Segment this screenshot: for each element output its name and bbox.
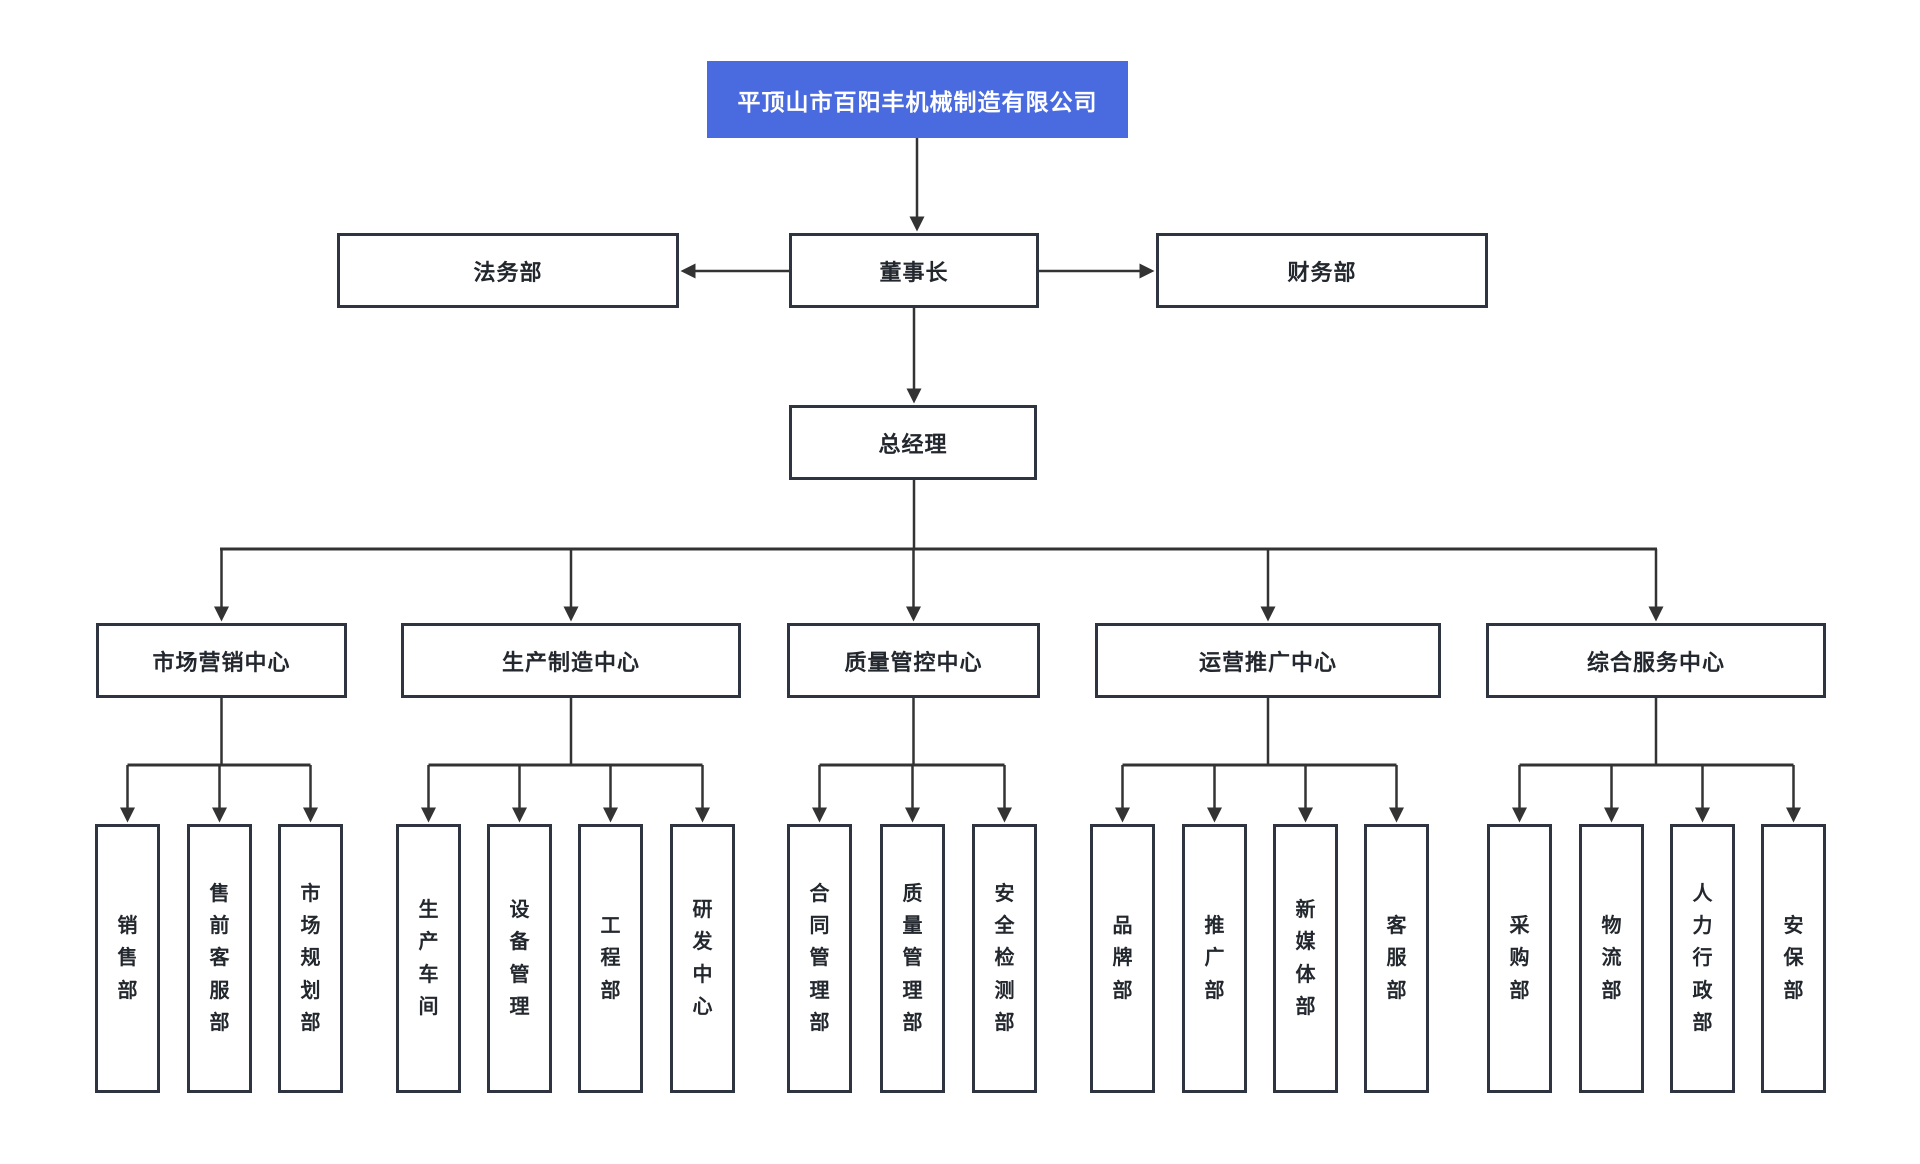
dept-node-presales-service: 售前客服部 [187, 824, 252, 1093]
org-node-general-manager: 总经理 [789, 405, 1037, 480]
company-label: 平顶山市百阳丰机械制造有限公司 [737, 88, 1098, 115]
finance-dept-label: 财务部 [1287, 259, 1357, 285]
dept-node-equipment-management: 设备管理 [487, 824, 552, 1093]
dept-node-engineering: 工程部 [578, 824, 643, 1093]
dept-brand-label: 品牌部 [1112, 914, 1133, 1002]
org-node-center-quality: 质量管控中心 [787, 623, 1040, 698]
dept-security-label: 安保部 [1783, 914, 1804, 1002]
dept-node-safety-inspection: 安全检测部 [972, 824, 1037, 1093]
dept-sales-label: 销售部 [117, 914, 138, 1002]
center-production-label: 生产制造中心 [501, 649, 640, 675]
dept-node-new-media: 新媒体部 [1273, 824, 1338, 1093]
dept-node-logistics: 物流部 [1579, 824, 1644, 1093]
org-node-center-operations: 运营推广中心 [1095, 623, 1441, 698]
legal-dept-label: 法务部 [473, 259, 543, 285]
dept-node-quality-management: 质量管理部 [880, 824, 945, 1093]
dept-logistics-label: 物流部 [1601, 914, 1622, 1002]
dept-equipment-management-label: 设备管理 [509, 898, 530, 1018]
dept-node-sales: 销售部 [95, 824, 160, 1093]
dept-node-brand: 品牌部 [1090, 824, 1155, 1093]
org-node-center-services: 综合服务中心 [1486, 623, 1826, 698]
chairman-label: 董事长 [879, 259, 949, 285]
dept-rd-center-label: 研发中心 [692, 898, 713, 1018]
dept-contract-management-label: 合同管理部 [809, 882, 830, 1035]
org-node-chairman: 董事长 [789, 233, 1039, 308]
dept-safety-inspection-label: 安全检测部 [994, 882, 1015, 1035]
dept-production-workshop-label: 生产车间 [418, 898, 439, 1018]
dept-node-customer-service: 客服部 [1364, 824, 1429, 1093]
org-node-finance-dept: 财务部 [1156, 233, 1488, 308]
general-manager-label: 总经理 [878, 431, 948, 457]
org-node-legal-dept: 法务部 [337, 233, 679, 308]
dept-hr-admin-label: 人力行政部 [1692, 882, 1713, 1035]
center-services-label: 综合服务中心 [1586, 649, 1725, 675]
dept-market-planning-label: 市场规划部 [300, 882, 321, 1035]
dept-promotion-label: 推广部 [1204, 914, 1225, 1002]
dept-quality-management-label: 质量管理部 [902, 882, 923, 1035]
dept-node-procurement: 采购部 [1487, 824, 1552, 1093]
dept-node-production-workshop: 生产车间 [396, 824, 461, 1093]
dept-presales-service-label: 售前客服部 [209, 882, 230, 1035]
org-node-center-marketing: 市场营销中心 [96, 623, 347, 698]
center-operations-label: 运营推广中心 [1198, 649, 1337, 675]
center-quality-label: 质量管控中心 [844, 649, 983, 675]
org-node-company: 平顶山市百阳丰机械制造有限公司 [707, 61, 1128, 138]
dept-node-promotion: 推广部 [1182, 824, 1247, 1093]
dept-node-security: 安保部 [1761, 824, 1826, 1093]
dept-procurement-label: 采购部 [1509, 914, 1530, 1002]
dept-node-market-planning: 市场规划部 [278, 824, 343, 1093]
dept-node-contract-management: 合同管理部 [787, 824, 852, 1093]
dept-node-rd-center: 研发中心 [670, 824, 735, 1093]
dept-node-hr-admin: 人力行政部 [1670, 824, 1735, 1093]
dept-customer-service-label: 客服部 [1386, 914, 1407, 1002]
center-marketing-label: 市场营销中心 [152, 649, 291, 675]
dept-new-media-label: 新媒体部 [1295, 898, 1316, 1018]
dept-engineering-label: 工程部 [600, 914, 621, 1002]
org-node-center-production: 生产制造中心 [401, 623, 741, 698]
